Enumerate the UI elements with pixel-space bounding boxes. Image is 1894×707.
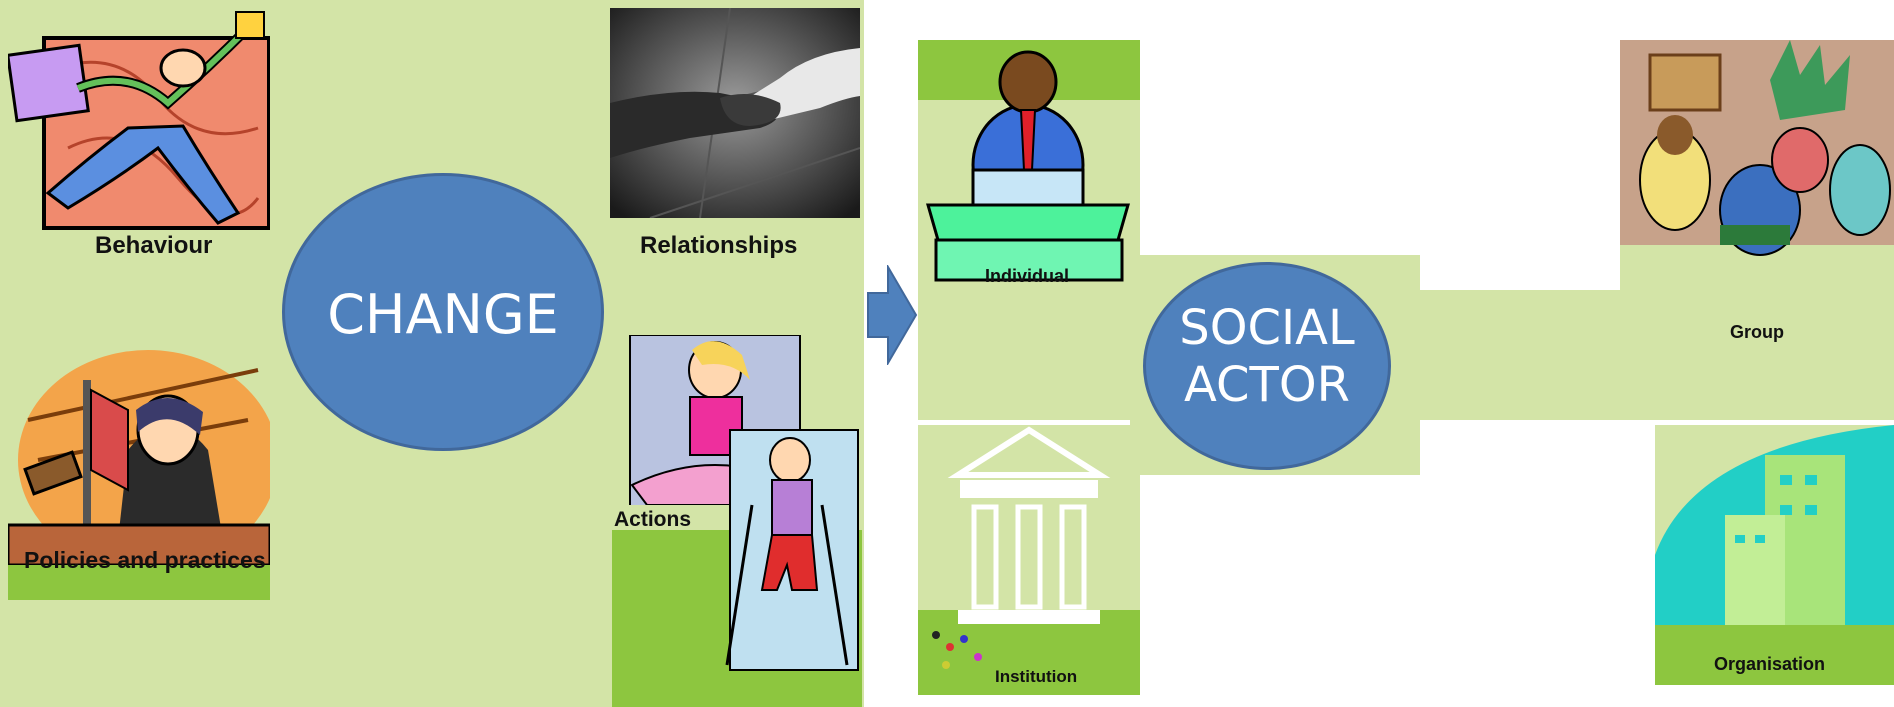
- behaviour-illustration: [8, 8, 270, 230]
- behaviour-label: Behaviour: [95, 232, 213, 259]
- social-actor-label-line2: ACTOR: [1184, 357, 1350, 413]
- group-label: Group: [1730, 322, 1784, 342]
- organisation-label: Organisation: [1714, 654, 1826, 674]
- actions-illustration: [612, 335, 862, 707]
- individual-illustration: [918, 40, 1140, 290]
- policies-label: Policies and practices: [24, 547, 266, 573]
- relationships-label: Relationships: [640, 232, 798, 259]
- organisation-illustration: [1655, 425, 1894, 685]
- institution-illustration: [918, 425, 1140, 695]
- individual-label: Individual: [985, 266, 1070, 286]
- actions-label: Actions: [614, 508, 692, 531]
- relationships-photo: [610, 8, 860, 218]
- group-illustration: [1620, 40, 1894, 290]
- right-arrow: [866, 265, 918, 365]
- social-actor-label-line1: SOCIAL: [1179, 300, 1355, 356]
- social-actor-oval: [1143, 262, 1391, 470]
- change-oval: [282, 173, 604, 451]
- institution-label: Institution: [995, 667, 1078, 686]
- change-label: CHANGE: [327, 283, 559, 346]
- policies-illustration: [8, 340, 270, 600]
